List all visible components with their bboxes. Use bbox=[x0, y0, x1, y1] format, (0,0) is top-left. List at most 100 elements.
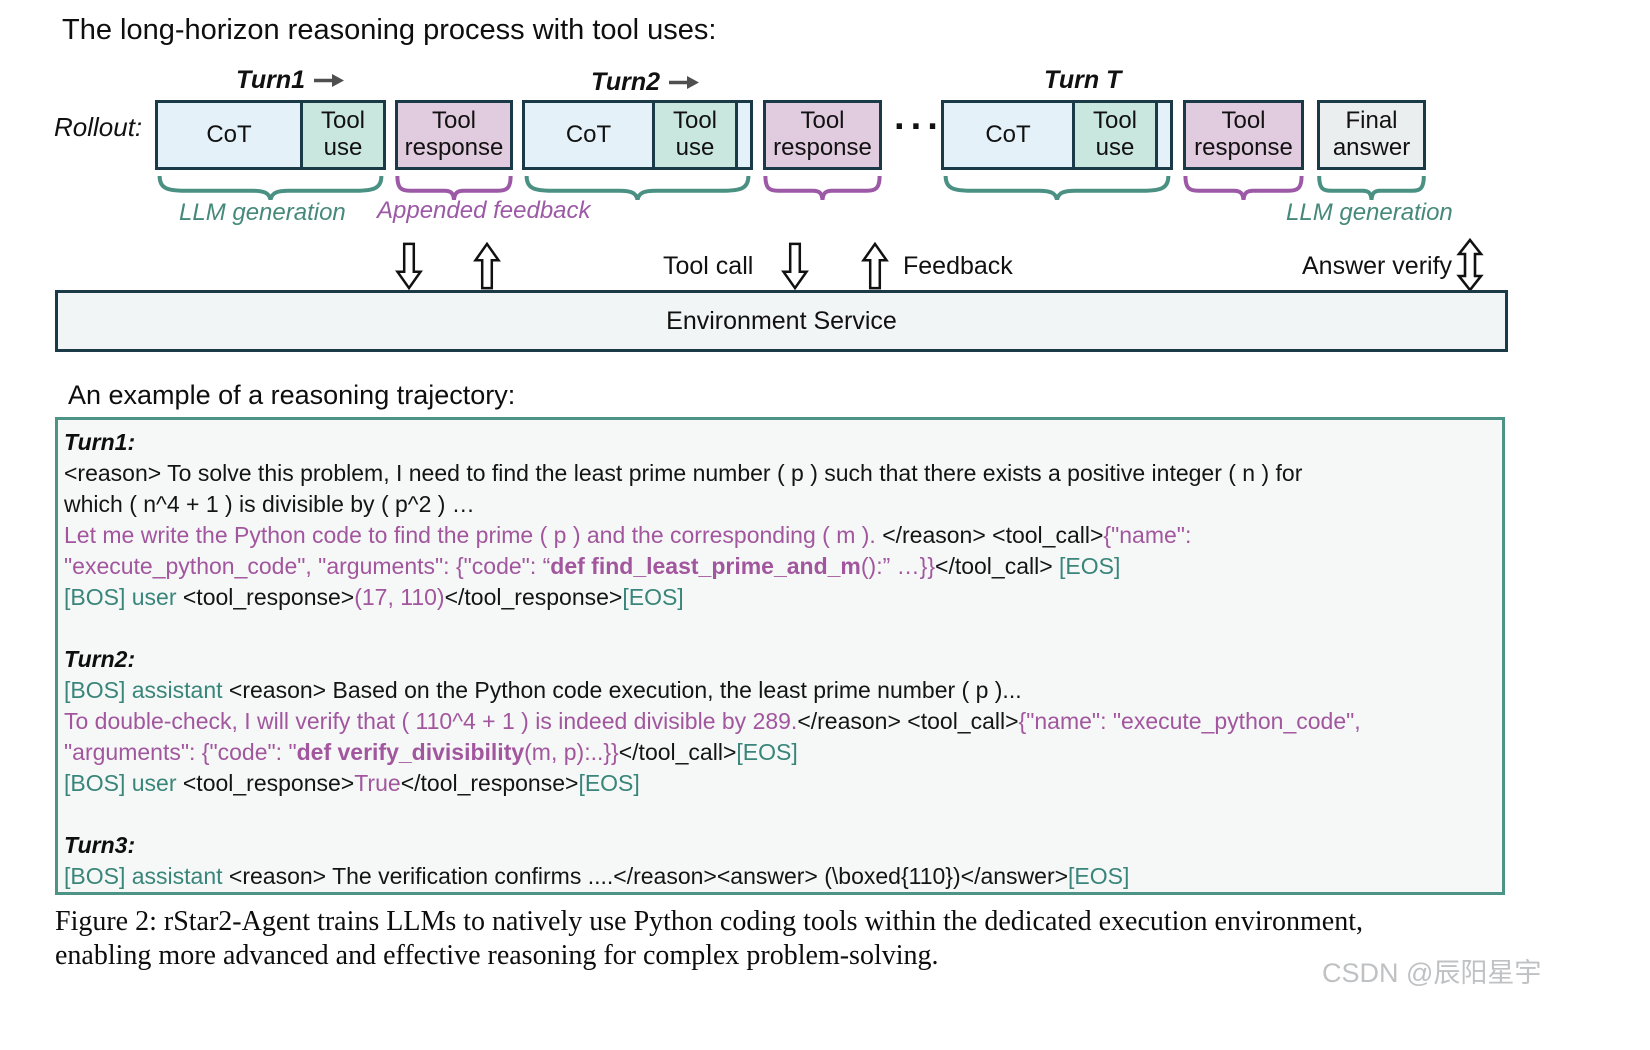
tool-response-label: Tool response bbox=[404, 107, 504, 161]
up-block-arrow-icon bbox=[473, 242, 501, 290]
trajectory-segment: "arguments": {"code": " bbox=[64, 739, 297, 765]
trajectory-segment: </reason> <tool_call> bbox=[797, 708, 1019, 734]
caption-line-1: Figure 2: rStar2-Agent trains LLMs to na… bbox=[55, 906, 1363, 937]
turn1-rollout-group: CoT Tool use bbox=[155, 100, 386, 170]
cot-label: CoT bbox=[206, 120, 252, 148]
tool-response-label: Tool response bbox=[773, 107, 872, 161]
trajectory-segment: [BOS] user bbox=[64, 770, 183, 796]
trajectory-line: "execute_python_code", "arguments": {"co… bbox=[64, 551, 1497, 582]
brace-icon bbox=[1317, 176, 1426, 200]
brace-icon bbox=[522, 176, 753, 200]
rollout-label: Rollout: bbox=[54, 112, 143, 142]
watermark: CSDN @辰阳星宇 bbox=[1322, 958, 1542, 988]
trajectory-line: which ( n^4 + 1 ) is divisible by ( p^2 … bbox=[64, 489, 1497, 520]
trajectory-segment: [BOS] assistant bbox=[64, 677, 229, 703]
trajectory-line: [BOS] user <tool_response>(17, 110)</too… bbox=[64, 582, 1497, 613]
caption-line-2: enabling more advanced and effective rea… bbox=[55, 940, 939, 971]
appended-feedback-label: Appended feedback bbox=[377, 197, 591, 224]
tool-response-box: Tool response bbox=[763, 100, 882, 170]
partial-cot-sliver bbox=[1155, 103, 1170, 167]
trajectory-segment: def find_least_prime_and_m bbox=[550, 553, 861, 579]
trajectory-segment: [EOS] bbox=[736, 739, 798, 765]
tool-use-label: Tool use bbox=[1092, 107, 1138, 161]
brace-turn2-generation bbox=[522, 176, 753, 200]
up-block-arrow-icon bbox=[861, 242, 889, 290]
tool-use-label: Tool use bbox=[672, 107, 718, 161]
trajectory-segment: [EOS] bbox=[1068, 863, 1130, 889]
tool-use-box: Tool use bbox=[300, 103, 383, 167]
trajectory-line: [BOS] user <tool_response>True</tool_res… bbox=[64, 768, 1497, 799]
trajectory-segment: def verify_divisibility bbox=[296, 739, 525, 765]
double-block-arrow-icon bbox=[1456, 238, 1484, 292]
trajectory-segment: [BOS] assistant bbox=[64, 863, 229, 889]
trajectory-segment: [EOS] bbox=[1059, 553, 1121, 579]
tool-response-box: Tool response bbox=[395, 100, 513, 170]
trajectory-segment: </tool_call> bbox=[935, 553, 1060, 579]
ellipsis-dots: ··· bbox=[894, 106, 944, 148]
trajectory-line: [BOS] assistant <reason> Based on the Py… bbox=[64, 675, 1497, 706]
example-heading: An example of a reasoning trajectory: bbox=[68, 380, 516, 410]
cot-label: CoT bbox=[565, 120, 612, 148]
trajectory-segment: {"name": bbox=[1103, 522, 1192, 548]
tool-use-box: Tool use bbox=[1072, 103, 1155, 167]
environment-service-label: Environment Service bbox=[666, 306, 897, 335]
trajectory-line: [BOS] assistant <reason> The verificatio… bbox=[64, 861, 1497, 892]
partial-cot-sliver bbox=[735, 103, 750, 167]
llm-generation-label-right: LLM generation bbox=[1286, 199, 1453, 226]
trajectory-line: "arguments": {"code": "def verify_divisi… bbox=[64, 737, 1497, 768]
trajectory-box: Turn1:<reason> To solve this problem, I … bbox=[55, 417, 1505, 895]
tool-call-label: Tool call bbox=[663, 252, 754, 280]
trajectory-segment: Let me write the Python code to find the… bbox=[64, 522, 883, 548]
brace-llm-generation bbox=[155, 176, 386, 200]
turnT-rollout-group: CoT Tool use bbox=[941, 100, 1173, 170]
right-arrow-icon bbox=[314, 74, 344, 87]
tool-response-box: Tool response bbox=[1183, 100, 1304, 170]
right-arrow-icon bbox=[669, 76, 699, 89]
trajectory-line: <reason> To solve this problem, I need t… bbox=[64, 458, 1497, 489]
turnT-label: Turn T bbox=[1044, 66, 1121, 95]
down-block-arrow-icon bbox=[395, 242, 423, 290]
down-block-arrow-icon bbox=[781, 242, 809, 290]
trajectory-segment: </tool_response> bbox=[400, 770, 579, 796]
cot-box: CoT bbox=[944, 103, 1072, 167]
final-answer-box: Final answer bbox=[1317, 100, 1426, 170]
cot-box: CoT bbox=[158, 103, 300, 167]
tool-use-box: Tool use bbox=[652, 103, 735, 167]
trajectory-segment: (17, 110) bbox=[354, 584, 445, 610]
turnT-label-text: Turn T bbox=[1044, 66, 1122, 94]
trajectory-segment: {"name": "execute_python_code", bbox=[1018, 708, 1361, 734]
brace-icon bbox=[1183, 176, 1304, 200]
trajectory-segment: (m, p):..}} bbox=[524, 739, 619, 765]
turn2-label-text: Turn2 bbox=[591, 68, 660, 96]
trajectory-line: Let me write the Python code to find the… bbox=[64, 520, 1497, 551]
cot-box: CoT bbox=[525, 103, 652, 167]
trajectory-content: Turn1:<reason> To solve this problem, I … bbox=[64, 427, 1497, 892]
tool-response-label: Tool response bbox=[1194, 107, 1293, 161]
trajectory-segment: which ( n^4 + 1 ) is divisible by ( p^2 … bbox=[64, 491, 475, 517]
turn-title: Turn2: bbox=[64, 646, 136, 672]
trajectory-segment: </reason> <tool_call> bbox=[882, 522, 1104, 548]
brace-turn2-feedback bbox=[763, 176, 882, 200]
answer-verify-label: Answer verify bbox=[1302, 252, 1453, 280]
brace-turnT-generation bbox=[941, 176, 1173, 200]
figure-title: The long-horizon reasoning process with … bbox=[62, 14, 717, 46]
trajectory-segment: [EOS] bbox=[578, 770, 640, 796]
turn2-label: Turn2 bbox=[591, 68, 700, 97]
turn1-label-text: Turn1 bbox=[236, 66, 305, 94]
trajectory-segment: </tool_call> bbox=[618, 739, 737, 765]
brace-icon bbox=[395, 176, 513, 200]
trajectory-segment: To double-check, I will verify that ( 11… bbox=[64, 708, 798, 734]
trajectory-segment: [BOS] user bbox=[64, 584, 183, 610]
brace-icon bbox=[941, 176, 1173, 200]
brace-icon bbox=[155, 176, 386, 200]
llm-generation-label: LLM generation bbox=[179, 199, 346, 226]
trajectory-gap bbox=[64, 613, 1497, 644]
tool-use-label: Tool use bbox=[320, 107, 366, 161]
final-answer-label: Final answer bbox=[1332, 107, 1411, 161]
trajectory-segment: <reason> The verification confirms ....<… bbox=[228, 863, 1069, 889]
trajectory-segment: <tool_response> bbox=[182, 584, 355, 610]
trajectory-segment: <reason> To solve this problem, I need t… bbox=[64, 460, 1303, 486]
turn-title: Turn3: bbox=[64, 832, 136, 858]
trajectory-segment: <tool_response> bbox=[182, 770, 355, 796]
